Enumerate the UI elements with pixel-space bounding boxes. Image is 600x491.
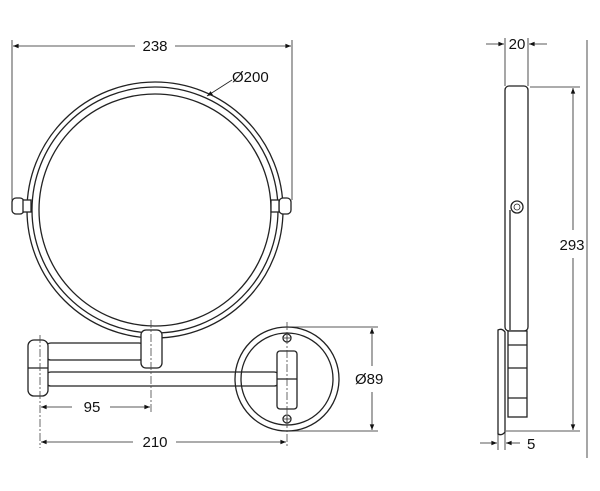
dim-arm-long: 210 [142, 434, 167, 451]
wall-plate-side [498, 329, 505, 434]
right-pivot [279, 198, 291, 214]
dim-wall-plate-diameter: Ø89 [355, 371, 383, 388]
dim-plate-offset: 5 [527, 436, 535, 453]
upper-arm [45, 343, 145, 360]
dim-side-thickness: 20 [509, 36, 526, 53]
mirror-frame [27, 82, 283, 338]
mirror-post [141, 330, 162, 368]
dim-mirror-diameter: Ø200 [232, 69, 269, 86]
left-pivot [12, 198, 24, 214]
front-view: 238 Ø200 Ø89 [12, 38, 383, 451]
side-view: 20 293 5 [480, 36, 587, 458]
dim-overall-width: 238 [142, 38, 167, 55]
dim-overall-height: 293 [559, 237, 584, 254]
bracket-side [508, 331, 527, 417]
dim-arm-short: 95 [84, 399, 101, 416]
mirror-glass [39, 94, 271, 326]
pivot-knob [511, 201, 523, 213]
lower-arm [45, 372, 280, 386]
